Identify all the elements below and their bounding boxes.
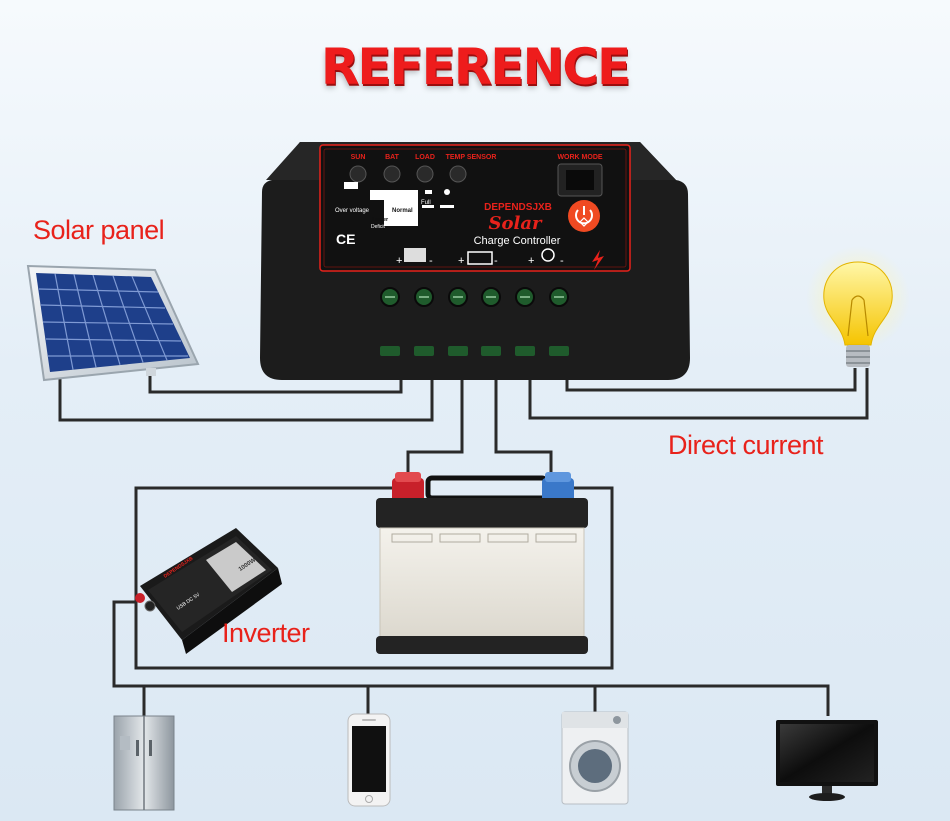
monitor-icon <box>776 720 878 801</box>
wire-battery-positive <box>406 376 464 480</box>
mini-battery-icon <box>425 190 432 194</box>
indicator-label-load: LOAD <box>415 154 435 161</box>
svg-text:-: - <box>494 255 498 267</box>
fridge-icon <box>113 715 175 811</box>
sun-led-icon <box>349 165 367 183</box>
svg-text:+: + <box>458 255 464 267</box>
wire-inverter-positive <box>134 486 614 670</box>
solar-panel-icon <box>26 264 200 382</box>
indicator-label-temp-sensor: TEMP SENSOR <box>446 154 497 161</box>
mini-bulb-icon <box>444 189 450 195</box>
wires <box>58 368 869 716</box>
load-led-icon <box>416 165 434 183</box>
screw-terminals <box>380 287 569 356</box>
svg-text:+: + <box>528 255 534 267</box>
indicator-label-sun: SUN <box>351 154 366 161</box>
status-icons <box>344 182 454 208</box>
phone-icon <box>347 713 391 807</box>
page-title: REFERENCE <box>320 38 631 96</box>
wire-load-positive <box>528 368 869 420</box>
inverter-label: Inverter <box>222 618 310 648</box>
washer-icon <box>561 711 629 805</box>
battery-led-icon <box>383 165 401 183</box>
controller-product-name: Charge Controller <box>474 235 561 247</box>
inverter-icon: 1000W DEPENDSJXB USB DC 5V <box>135 528 282 654</box>
terminal-panel-icon <box>404 248 426 262</box>
svg-text:-: - <box>429 255 433 267</box>
wire-panel-negative <box>58 372 434 422</box>
indicator-label-bat: BAT <box>385 154 400 161</box>
gauge-label-lower: Lower <box>372 217 389 223</box>
controller-brand: DEPENDSJXB <box>484 202 552 213</box>
svg-text:-: - <box>560 255 564 267</box>
wire-panel-positive <box>148 372 403 394</box>
work-mode-label: WORK MODE <box>557 154 602 161</box>
lightning-icon <box>592 250 604 270</box>
gauge-label-deficit: Deficit <box>371 224 386 230</box>
positive-terminal <box>392 478 424 502</box>
svg-text:+: + <box>396 255 402 267</box>
solar-panel-label: Solar panel <box>33 215 165 245</box>
charge-controller: SUN BAT LOAD TEMP SENSOR WORK MODE Over … <box>260 142 690 380</box>
wire-inverter-negative <box>112 600 830 716</box>
terminal-load-icon <box>541 248 555 262</box>
gauge-label-normal: Normal <box>392 208 413 214</box>
controller-product-solar: Solar <box>489 213 544 234</box>
negative-terminal <box>542 478 574 502</box>
power-button-icon <box>568 200 600 232</box>
gauge-label-full: Full <box>421 200 431 206</box>
terminal-symbols: + - + - + - <box>396 248 564 267</box>
ce-mark: CE <box>336 231 355 247</box>
wire-battery-negative <box>494 376 553 480</box>
battery-icon <box>376 472 588 654</box>
mini-panel-icon <box>344 182 358 189</box>
gauge-label-over-voltage: Over voltage <box>335 208 370 214</box>
temp-sensor-icon <box>449 165 467 183</box>
wire-load-negative <box>565 368 857 392</box>
battery-gauge: Over voltage Full Normal Lower Deficit <box>335 190 431 230</box>
terminal-battery-icon <box>467 251 493 265</box>
direct-current-label: Direct current <box>668 430 824 460</box>
light-bulb-icon <box>806 246 910 367</box>
